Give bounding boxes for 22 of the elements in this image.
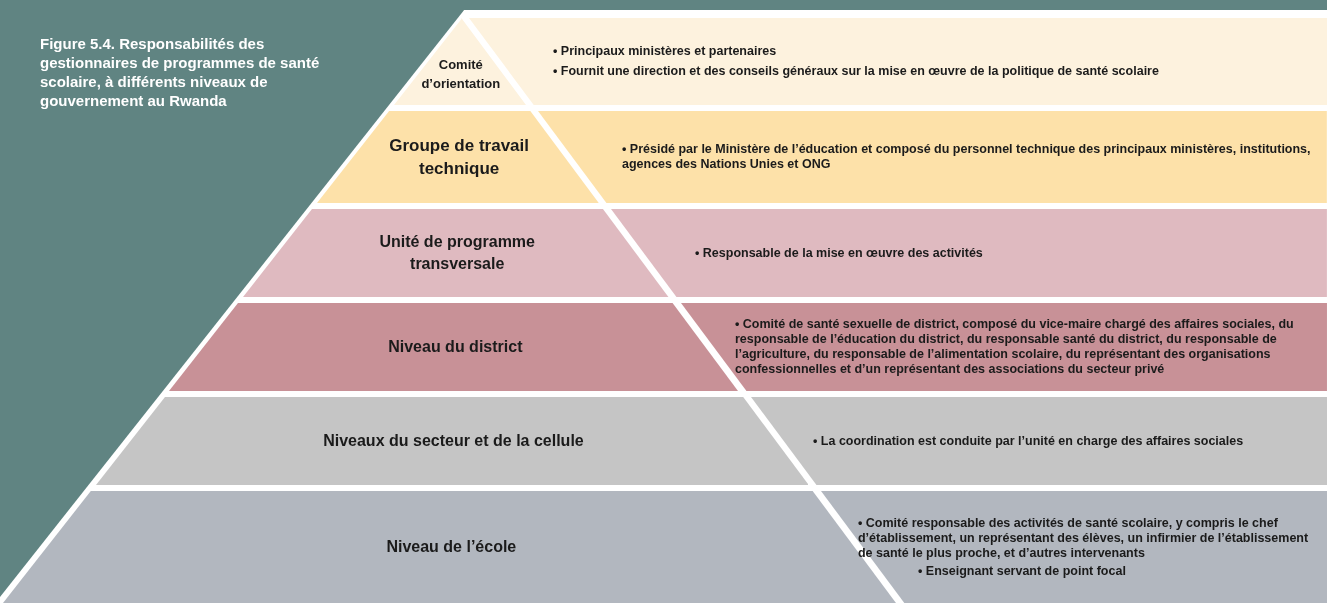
pyramid-level [243, 209, 669, 297]
bullet-text: • Comité responsable des activités de santé scolaire, y compris le chef d’établissement, un représentant des élèves, un infirmier de l’établissement de santé le plus proche, et d’autres intervenants [858, 515, 1310, 561]
figure-title: Figure 5.4. Responsabilités des gestionnaires de programmes de santé scolaire, à différents niveaux de gouvernement au Rwanda [40, 34, 321, 110]
bullet-text: • Présidé par le Ministère de l’éducation et composé du personnel technique des principaux ministères, institutions, agences des Nations Unies et ONG [622, 142, 1312, 172]
bullet-text: • Fournit une direction et des conseils généraux sur la mise en œuvre de la politique de santé scolaire [553, 64, 1160, 79]
description-band [750, 397, 1327, 485]
bullet-text: • Comité de santé sexuelle de district, composé du vice-maire chargé des affaires sociales, du responsable de l’éducation du district, du responsable santé du district, du responsable de l’agriculture, du responsable de l’alimentation scolaire, du représentant des organisations confessionnelles et d’un représentant des associations du secteur privé [735, 317, 1295, 377]
level-title: Niveau du district [387, 337, 524, 357]
description-band [681, 303, 1327, 391]
description-band [611, 209, 1327, 297]
pyramid-level [95, 397, 809, 485]
bullet-text: • La coordination est conduite par l’unité en charge des affaires sociales [813, 433, 1245, 449]
bullet-text: • Responsable de la mise en œuvre des activités [695, 245, 984, 261]
level-title: Groupe de travail technique [388, 135, 531, 180]
level-title: Comité d’orientation [420, 55, 502, 93]
level-title: Unité de programme transversale [378, 232, 536, 274]
bullet-text: • Enseignant servant de point focal [918, 563, 1127, 579]
level-title: Niveaux du secteur et de la cellule [322, 431, 585, 451]
pyramid-level [316, 111, 599, 203]
description-band [820, 491, 1327, 603]
level-title: Niveau de l’école [385, 537, 518, 557]
bullet-text: • Principaux ministères et partenaires [553, 44, 778, 59]
